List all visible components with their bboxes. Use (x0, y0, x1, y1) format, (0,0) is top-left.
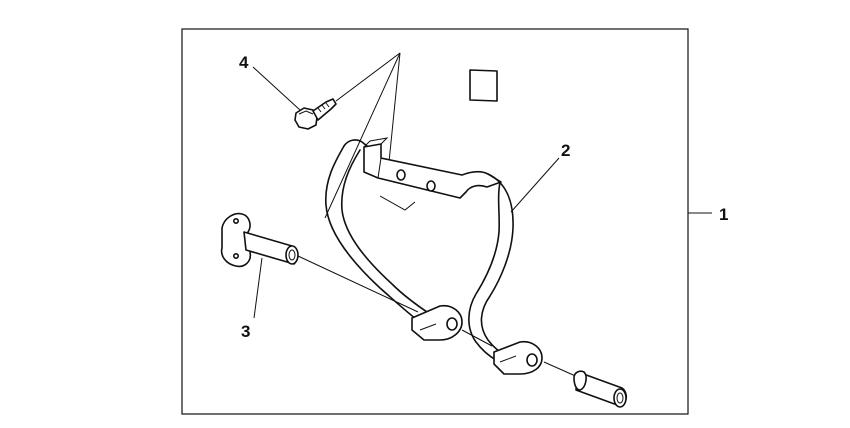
callout-1: 1 (688, 205, 728, 224)
callout-2-leader (510, 157, 560, 213)
spacer-flange-part (220, 212, 581, 379)
callout-4-leader (252, 66, 301, 111)
callout-4: 4 (239, 53, 301, 111)
kit-frame (181, 28, 689, 415)
spacer-part (573, 370, 628, 408)
callout-2-label: 2 (561, 141, 570, 160)
callout-1-label: 1 (719, 205, 728, 224)
callout-3-leader (253, 257, 263, 319)
callout-2: 2 (510, 141, 570, 213)
callout-3: 3 (241, 257, 263, 341)
guard-bar-part (325, 137, 543, 375)
bolt-part (294, 52, 401, 219)
callout-4-label: 4 (239, 53, 249, 72)
label-plate (469, 69, 498, 102)
callout-3-label: 3 (241, 322, 250, 341)
